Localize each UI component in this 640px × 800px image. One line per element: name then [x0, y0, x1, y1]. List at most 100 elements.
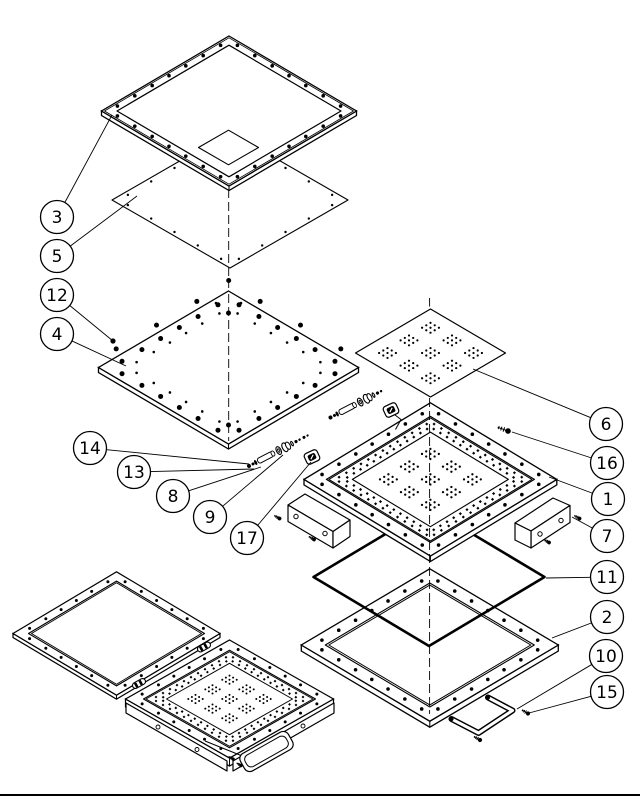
perforated-screen-plate	[354, 298, 507, 398]
balloon-16: 16	[511, 431, 625, 481]
screw-icon	[236, 762, 243, 768]
balloon-13: 13	[116, 454, 255, 490]
leader-line	[150, 468, 255, 473]
balloon-number: 17	[236, 529, 258, 549]
balloon-circle	[589, 599, 625, 635]
balloon-number: 8	[168, 487, 179, 507]
screw-icon	[308, 535, 316, 542]
base-plate	[97, 290, 360, 450]
square-gasket-ring	[312, 506, 546, 648]
screw-icon	[543, 538, 551, 545]
hinge-pin	[131, 678, 147, 689]
fitting-train-upper	[328, 389, 383, 420]
leader-line	[472, 368, 591, 419]
balloon-circle	[589, 559, 625, 595]
fitting-hardware	[247, 389, 402, 468]
leader-line	[257, 461, 312, 526]
handle-screws	[473, 709, 531, 743]
leader-line	[222, 454, 284, 507]
screw-icon	[273, 514, 282, 521]
elbow-fitting-lower	[303, 449, 321, 465]
balloon-15: 15	[528, 674, 625, 714]
leader-line	[571, 516, 593, 529]
balloon-circle	[155, 478, 191, 514]
screw-icon	[473, 735, 483, 743]
balloon-number: 15	[596, 683, 618, 703]
leader-line	[69, 195, 138, 247]
balloon-number: 12	[46, 286, 68, 306]
balloon-circle	[39, 199, 75, 235]
clamp-bracket-left	[273, 493, 351, 549]
balloon-number: 1	[603, 490, 614, 510]
balloon-circle	[589, 674, 625, 710]
balloon-3: 3	[39, 114, 113, 235]
balloon-14: 14	[72, 430, 250, 466]
balloon-10: 10	[516, 638, 624, 710]
hinge-pin	[196, 641, 212, 653]
balloon-number: 5	[52, 247, 63, 267]
elbow-fitting-upper	[382, 402, 400, 418]
balloon-8: 8	[155, 466, 262, 514]
balloon-number: 4	[52, 325, 63, 345]
balloon-circle	[588, 638, 624, 674]
screw-icon	[573, 514, 582, 521]
balloon-12: 12	[39, 277, 114, 342]
unit-tray	[204, 730, 294, 773]
top-cover-frame	[100, 35, 358, 192]
balloon-7: 7	[571, 516, 625, 554]
unit-rail-left	[125, 702, 228, 772]
balloon-circle	[589, 518, 625, 554]
balloon-number: 9	[205, 508, 216, 528]
balloon-circle	[39, 316, 75, 352]
clamp-bracket-right	[514, 497, 582, 549]
balloon-circle	[589, 445, 625, 481]
leader-line	[64, 114, 113, 203]
leader-line	[188, 466, 262, 492]
assembled-unit	[11, 571, 335, 773]
balloon-4: 4	[39, 316, 127, 367]
balloon-number: 10	[595, 647, 617, 667]
balloon-number: 11	[596, 568, 618, 588]
screw-icon	[521, 709, 531, 716]
leader-line	[548, 476, 593, 494]
balloon-circle	[39, 277, 75, 313]
balloon-circle	[72, 430, 108, 466]
leader-line	[106, 449, 250, 465]
balloon-number: 7	[602, 527, 613, 547]
balloon-number: 16	[596, 454, 618, 474]
leader-line	[71, 340, 127, 367]
balloon-circle	[192, 499, 228, 535]
balloon-circle	[116, 454, 152, 490]
balloon-5: 5	[39, 195, 138, 274]
screw-icon	[228, 755, 235, 761]
leader-line	[528, 695, 592, 714]
balloon-2: 2	[551, 599, 625, 639]
leader-line	[545, 576, 591, 579]
balloon-circle	[590, 481, 626, 517]
top-gasket-sheet	[111, 131, 349, 269]
balloon-17: 17	[229, 461, 312, 556]
balloon-circle	[39, 238, 75, 274]
screen-frame-assembly	[302, 402, 559, 563]
balloon-circle	[588, 406, 624, 442]
leader-line	[511, 431, 592, 459]
balloon-number: 13	[123, 463, 145, 483]
centerline-top-stack	[226, 189, 232, 288]
leader-line	[551, 622, 592, 639]
balloon-9: 9	[192, 454, 284, 535]
balloon-number: 14	[79, 439, 101, 459]
leader-line	[69, 305, 114, 342]
balloon-number: 6	[601, 415, 612, 435]
vent-screw	[497, 425, 511, 434]
screw-icon	[497, 425, 511, 434]
balloon-6: 6	[472, 368, 624, 442]
fitting-train-lower	[247, 434, 309, 468]
pull-handle	[448, 694, 516, 736]
balloon-1: 1	[548, 476, 626, 517]
balloon-number: 3	[52, 208, 63, 228]
balloon-circle	[229, 520, 265, 556]
balloon-number: 2	[602, 608, 613, 628]
leader-line	[516, 664, 593, 710]
